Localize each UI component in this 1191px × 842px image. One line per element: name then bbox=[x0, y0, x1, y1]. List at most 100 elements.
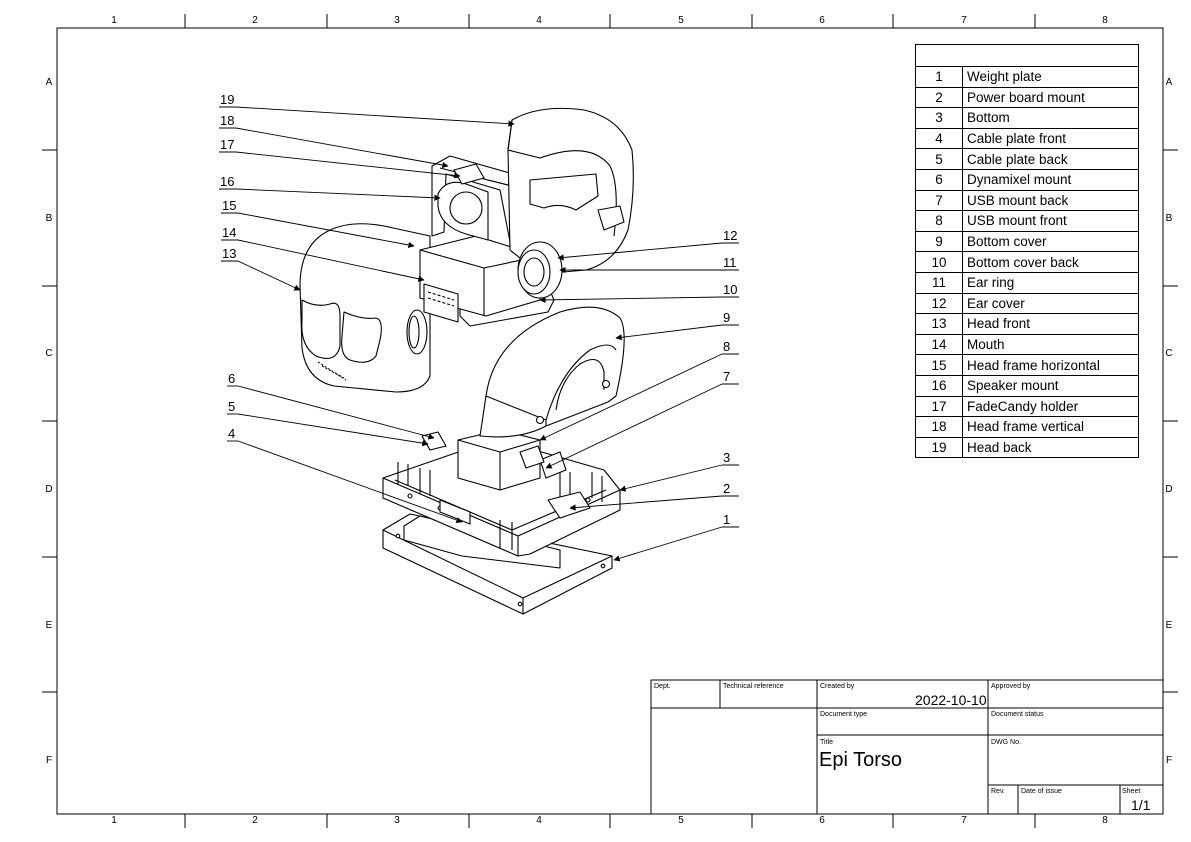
zone-row-label-right: F bbox=[1165, 755, 1173, 766]
zone-column-label-bottom: 3 bbox=[394, 815, 400, 826]
callout-leader bbox=[237, 260, 301, 291]
callout-leader bbox=[235, 188, 441, 201]
title-label: Title bbox=[820, 739, 833, 746]
part-name: Head frame vertical bbox=[962, 416, 1139, 438]
speaker-mount-part bbox=[437, 181, 489, 241]
callout-leader bbox=[235, 127, 449, 169]
part-number: 17 bbox=[915, 395, 963, 418]
callout-leader bbox=[237, 239, 425, 282]
zone-column-label-bottom: 5 bbox=[678, 815, 684, 826]
part-number: 6 bbox=[915, 168, 963, 191]
part-name: Head back bbox=[962, 436, 1139, 459]
part-name: Mouth bbox=[962, 333, 1139, 356]
zone-column-label-bottom: 1 bbox=[111, 815, 117, 826]
power-board-mount-part bbox=[547, 491, 591, 519]
part-number: 7 bbox=[915, 189, 963, 212]
callout-leader bbox=[237, 440, 463, 524]
callout-number: 18 bbox=[220, 113, 234, 128]
zone-column-label-top: 8 bbox=[1102, 15, 1108, 26]
part-name: Bottom cover bbox=[962, 230, 1139, 253]
zone-column-label-bottom: 2 bbox=[252, 815, 258, 826]
part-number: 18 bbox=[915, 416, 963, 438]
zone-row-label-left: D bbox=[45, 484, 53, 495]
mouth-part bbox=[423, 283, 459, 323]
zone-row-label-right: C bbox=[1165, 348, 1173, 359]
part-name: Bottom bbox=[962, 107, 1139, 129]
sheet-label: Sheet bbox=[1122, 788, 1141, 795]
part-number: 9 bbox=[915, 230, 963, 253]
part-name: FadeCandy holder bbox=[962, 395, 1139, 418]
document-type-label: Document type bbox=[820, 711, 868, 718]
callout-number: 15 bbox=[222, 198, 236, 213]
callout-number: 7 bbox=[723, 369, 730, 384]
part-number: 15 bbox=[915, 354, 963, 376]
cable-plate-back-part bbox=[421, 431, 447, 451]
callout-number: 6 bbox=[228, 371, 235, 386]
zone-column-label-top: 3 bbox=[394, 15, 400, 26]
assembly-parts bbox=[299, 107, 634, 615]
date-of-issue-label: Date of issue bbox=[1021, 788, 1062, 795]
callout-number: 5 bbox=[228, 399, 235, 414]
zone-row-label-left: E bbox=[45, 620, 53, 631]
part-number: 5 bbox=[915, 148, 963, 170]
part-number: 16 bbox=[915, 374, 963, 397]
part-name: Ear cover bbox=[962, 292, 1139, 315]
part-name: USB mount front bbox=[962, 210, 1139, 232]
zone-column-label-bottom: 8 bbox=[1102, 815, 1108, 826]
part-number: 4 bbox=[915, 127, 963, 150]
usb-mount-front-part bbox=[519, 445, 545, 469]
callout-leader bbox=[237, 212, 415, 249]
left-ear-cover-part bbox=[406, 309, 428, 355]
zone-row-label-left: B bbox=[45, 213, 53, 224]
fadecandy-holder-part bbox=[453, 163, 485, 185]
callout-number: 11 bbox=[723, 255, 737, 270]
callout-number: 13 bbox=[222, 246, 236, 261]
callout-leader bbox=[237, 385, 435, 440]
zone-column-label-bottom: 6 bbox=[819, 815, 825, 826]
part-name: Dynamixel mount bbox=[962, 168, 1139, 191]
zone-column-label-top: 5 bbox=[678, 15, 684, 26]
part-name: USB mount back bbox=[962, 189, 1139, 212]
part-number: 12 bbox=[915, 292, 963, 315]
parts-list-header bbox=[915, 44, 1139, 67]
part-number: 1 bbox=[915, 66, 963, 88]
part-name: Cable plate front bbox=[962, 127, 1139, 150]
part-name: Speaker mount bbox=[962, 374, 1139, 397]
callout-leader bbox=[539, 353, 723, 441]
callout-leader bbox=[613, 526, 723, 562]
zone-row-label-left: C bbox=[45, 348, 53, 359]
part-number: 10 bbox=[915, 251, 963, 273]
callout-leader bbox=[235, 151, 461, 179]
zone-column-label-top: 4 bbox=[536, 15, 542, 26]
callout-number: 2 bbox=[723, 481, 730, 496]
callout-leader bbox=[539, 296, 723, 304]
zone-column-label-top: 2 bbox=[252, 15, 258, 26]
part-number: 13 bbox=[915, 313, 963, 335]
document-status-label: Document status bbox=[991, 711, 1044, 718]
callout-leaders bbox=[219, 106, 739, 562]
callout-leader bbox=[545, 383, 723, 469]
part-name: Bottom cover back bbox=[962, 251, 1139, 273]
zone-row-label-right: D bbox=[1165, 484, 1173, 495]
zone-row-label-right: B bbox=[1165, 213, 1173, 224]
part-number: 14 bbox=[915, 333, 963, 356]
rev-label: Rev. bbox=[991, 788, 1005, 795]
callout-leader bbox=[237, 413, 429, 447]
callout-number: 3 bbox=[723, 450, 730, 465]
